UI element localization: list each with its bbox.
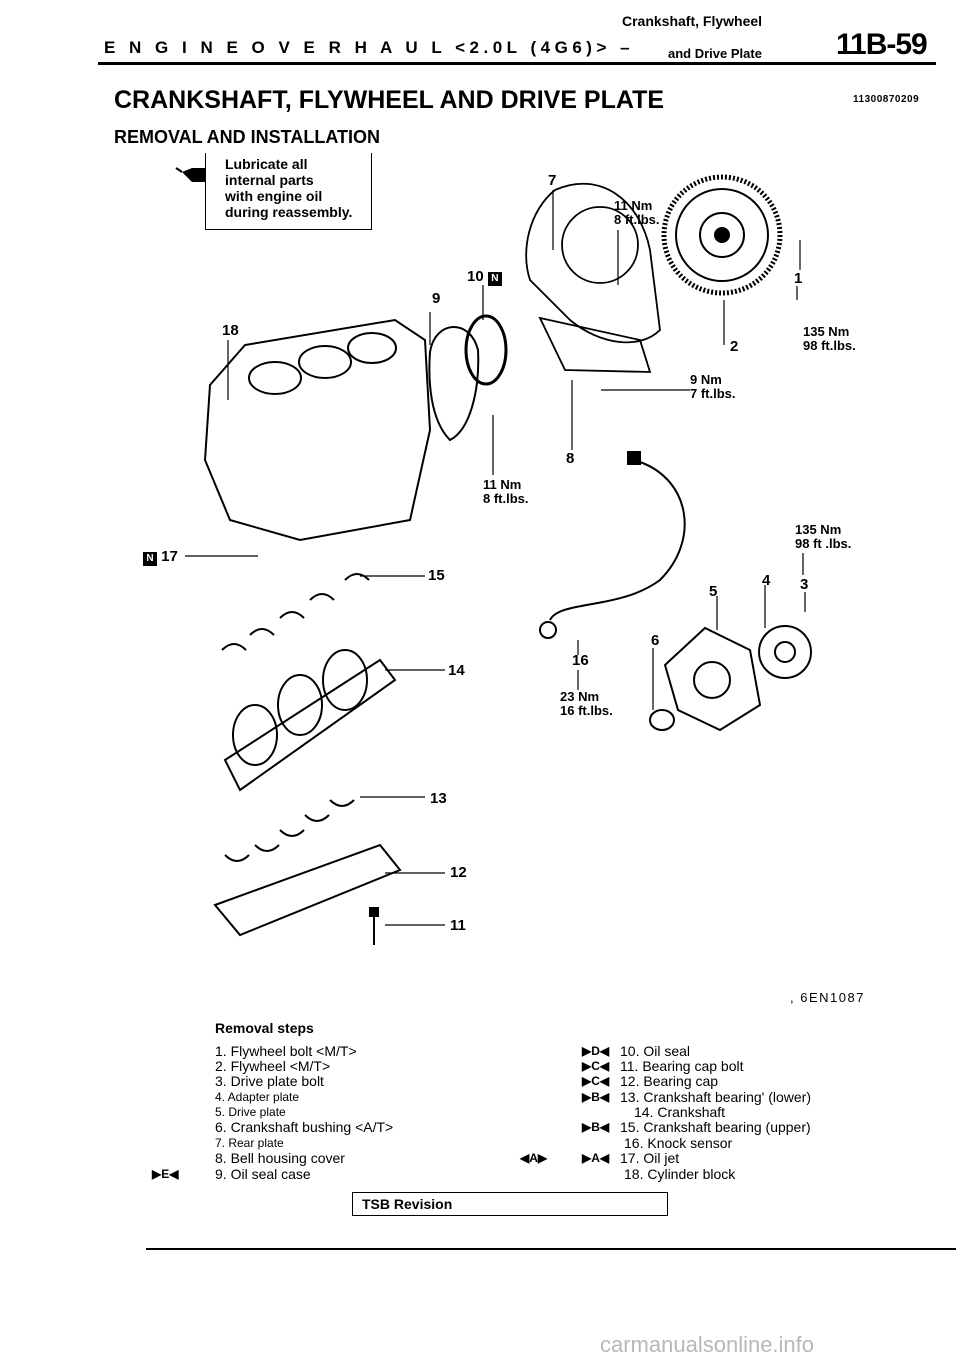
torque-spec-bell-housing: 9 Nm 7 ft.lbs. <box>690 372 736 401</box>
callout-12: 12 <box>450 864 467 881</box>
callout-6: 6 <box>651 632 660 649</box>
procedure-mark: ▶B◀ <box>582 1090 610 1104</box>
lower-bearings-drawing <box>224 799 355 862</box>
callout-14: 14 <box>448 662 465 679</box>
section-subtitle: REMOVAL AND INSTALLATION <box>114 127 380 147</box>
step-item: 4. Adapter plate <box>215 1090 300 1104</box>
callout-7: 7 <box>548 172 557 189</box>
oil-can-icon <box>175 167 206 182</box>
step-item: 13. Crankshaft bearing' (lower) <box>620 1089 811 1105</box>
step-item: 8. Bell housing cover <box>215 1150 345 1166</box>
step-item: 16. Knock sensor <box>624 1135 733 1151</box>
callout-1: 1 <box>794 270 803 287</box>
figure-code: , 6EN1087 <box>790 990 865 1005</box>
upper-bearings-drawing <box>221 573 370 651</box>
torque-spec-oil-seal-case: 11 Nm 8 ft.lbs. <box>483 477 529 506</box>
oil-seal-case-drawing <box>428 326 480 442</box>
new-part-mark: N <box>487 272 502 286</box>
callout-17: N 17 <box>143 548 178 566</box>
torque-spec-drive-plate: 135 Nm 98 ft .lbs. <box>795 522 852 551</box>
cylinder-block-drawing <box>203 318 432 542</box>
torque-spec-rear-plate: 11 Nm 8 ft.lbs. <box>614 198 660 227</box>
new-part-mark: N <box>143 552 157 566</box>
bell-housing-cover-drawing <box>538 316 652 373</box>
step-item: 2. Flywheel <M/T> <box>215 1058 331 1074</box>
footer-rule <box>146 1248 956 1250</box>
procedure-mark: ◀A▶ <box>520 1151 548 1165</box>
step-item: 9. Oil seal case <box>215 1166 311 1182</box>
step-item: 11. Bearing cap bolt <box>620 1058 744 1074</box>
adapter-plate-drawing <box>758 625 812 679</box>
procedure-mark: ▶C◀ <box>582 1059 610 1073</box>
procedure-mark: ▶D◀ <box>582 1044 610 1058</box>
header-rule <box>98 62 936 65</box>
step-item: 1. Flywheel bolt <M/T> <box>215 1043 357 1059</box>
step-item: 18. Cylinder block <box>624 1166 736 1182</box>
step-item: 12. Bearing cap <box>620 1073 719 1089</box>
step-item: 17. Oil jet <box>620 1150 680 1166</box>
callout-15: 15 <box>428 567 445 584</box>
bearing-cap-drawing <box>213 843 402 937</box>
tsb-revision: TSB Revision <box>362 1196 453 1212</box>
bearing-cap-bolt-drawing <box>369 907 379 945</box>
step-item: 7. Rear plate <box>215 1136 284 1150</box>
step-item: 14. Crankshaft <box>634 1104 726 1120</box>
callout-3: 3 <box>800 576 809 593</box>
rear-plate-drawing <box>525 182 661 344</box>
callout-16: 16 <box>572 652 589 669</box>
header-subtitle-line2: and Drive Plate <box>668 46 762 61</box>
header-section: E N G I N E O V E R H A U L <2.0L (4G6)>… <box>104 38 635 57</box>
step-item: 10. Oil seal <box>620 1043 691 1059</box>
torque-spec-flywheel: 135 Nm 98 ft.lbs. <box>803 324 856 353</box>
drive-plate-drawing <box>663 626 762 732</box>
removal-steps-heading: Removal steps <box>215 1020 314 1036</box>
header-subtitle-line1: Crankshaft, Flywheel <box>622 13 763 29</box>
step-item: 15. Crankshaft bearing (upper) <box>620 1119 811 1135</box>
crankshaft-drawing <box>223 649 397 792</box>
callout-10: 10 N <box>467 268 502 286</box>
callout-11: 11 <box>450 917 466 934</box>
step-item: 6. Crankshaft bushing <A/T> <box>215 1119 394 1135</box>
step-item: 5. Drive plate <box>215 1105 286 1119</box>
step-item: 3. Drive plate bolt <box>215 1073 324 1089</box>
procedure-mark: ▶A◀ <box>582 1151 610 1165</box>
callout-13: 13 <box>430 790 447 807</box>
procedure-mark: ▶C◀ <box>582 1074 610 1088</box>
tsb-revision-box <box>352 1192 668 1216</box>
callout-5: 5 <box>709 583 718 600</box>
procedure-mark: ▶E◀ <box>152 1167 179 1181</box>
crankshaft-bushing-drawing <box>649 709 675 731</box>
callout-4: 4 <box>762 572 771 589</box>
lube-note: Lubricate all internal parts with engine… <box>225 156 353 220</box>
leader-lines <box>185 190 806 926</box>
callout-8: 8 <box>566 450 575 467</box>
callout-2: 2 <box>730 338 739 355</box>
lube-note-box <box>205 153 372 230</box>
callout-9: 9 <box>432 290 441 307</box>
knock-sensor-drawing <box>539 451 686 639</box>
doc-number: 11300870209 <box>853 94 920 105</box>
page-number: 11B-59 <box>836 28 928 61</box>
page-title: CRANKSHAFT, FLYWHEEL AND DRIVE PLATE <box>114 86 665 114</box>
watermark: carmanualsonline.info <box>600 1332 815 1357</box>
callout-18: 18 <box>222 322 239 339</box>
oil-seal-drawing <box>464 314 508 386</box>
torque-spec-knock-sensor: 23 Nm 16 ft.lbs. <box>560 689 613 718</box>
procedure-mark: ▶B◀ <box>582 1120 610 1134</box>
flywheel-drawing <box>661 174 783 296</box>
